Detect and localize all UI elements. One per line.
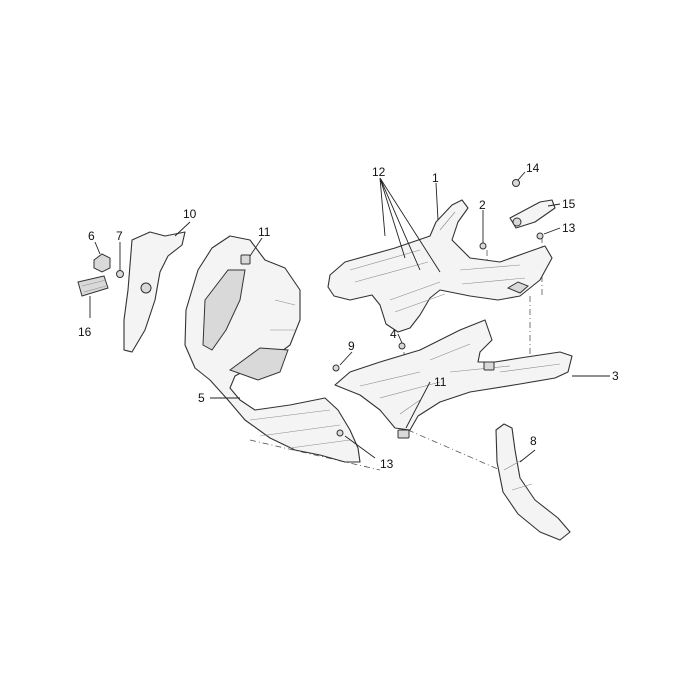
- callout-2: 2: [479, 198, 486, 212]
- part-13-screw-upper: [536, 232, 544, 240]
- part-4-screw: [398, 342, 406, 350]
- callout-6: 6: [88, 229, 95, 243]
- callout-11-upper: 11: [258, 225, 271, 239]
- part-11-clip-lower: [397, 361, 495, 439]
- part-15-grommet: [509, 199, 556, 229]
- callout-labels: 1 2 3 4 5 6 7 8 9 10 11 11 12 13 13 14 1…: [78, 161, 619, 471]
- callout-11-lower: 11: [434, 375, 447, 389]
- part-1-floor-frame: [327, 199, 553, 333]
- part-16-reflector: [77, 275, 109, 297]
- callout-14: 14: [526, 161, 540, 175]
- leader-lines: [89, 171, 610, 463]
- part-8-rear-trim: [495, 423, 571, 541]
- part-7-screw: [116, 270, 124, 278]
- part-5-leg-shield: [184, 235, 361, 463]
- callout-7: 7: [116, 229, 123, 243]
- callout-5: 5: [198, 391, 205, 405]
- part-2-screw: [479, 242, 487, 250]
- part-13-screw-lower: [336, 429, 344, 437]
- callout-10: 10: [183, 207, 197, 221]
- callout-13-upper: 13: [562, 221, 576, 235]
- part-3-floor-panel: [334, 319, 573, 431]
- part-11-clip-upper: [240, 254, 251, 265]
- part-14-screw: [512, 179, 520, 187]
- callout-13-lower: 13: [380, 457, 394, 471]
- callout-9: 9: [348, 339, 355, 353]
- part-10-side-trim: [123, 231, 186, 353]
- callout-4: 4: [390, 327, 397, 341]
- part-9-screw: [332, 364, 340, 372]
- callout-1: 1: [432, 171, 439, 185]
- callout-12: 12: [372, 165, 386, 179]
- part-6-cap: [93, 253, 111, 273]
- callout-8: 8: [530, 434, 537, 448]
- callout-16: 16: [78, 325, 92, 339]
- callout-3: 3: [612, 369, 619, 383]
- callout-15: 15: [562, 197, 576, 211]
